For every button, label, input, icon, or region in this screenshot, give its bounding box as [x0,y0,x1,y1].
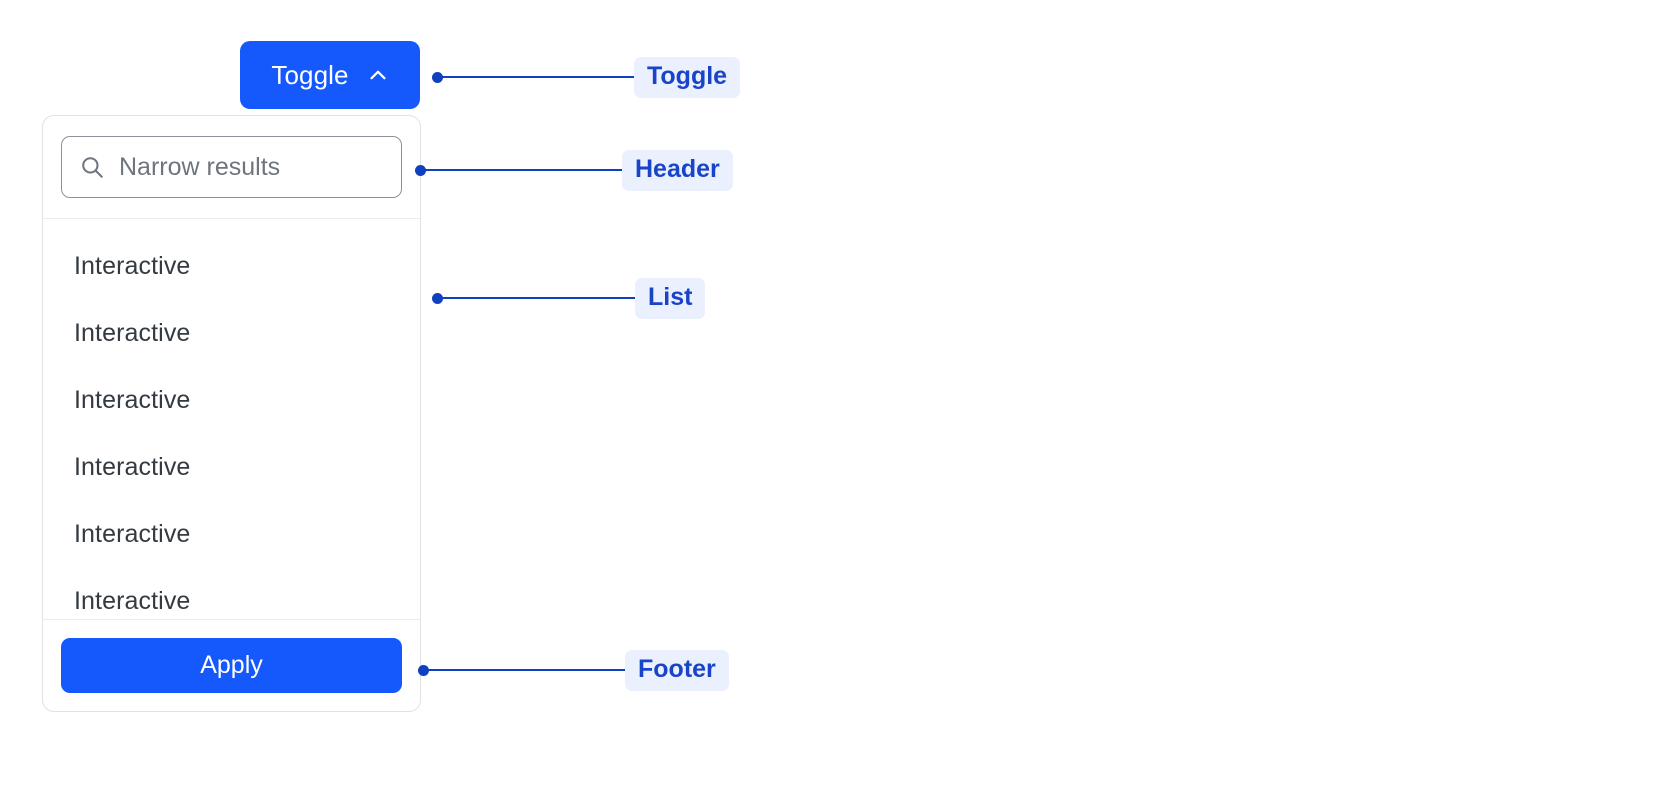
list-item[interactable]: Interactive [43,367,420,434]
dropdown-panel: Interactive Interactive Interactive Inte… [42,115,421,712]
list-item-label: Interactive [74,520,191,548]
panel-list: Interactive Interactive Interactive Inte… [43,219,420,619]
annotation-dot [415,164,426,176]
list-item[interactable]: Interactive [43,434,420,501]
annotation-label-header: Header [622,149,733,191]
annotation-leader-line [425,168,623,172]
list-item[interactable]: Interactive [43,300,420,367]
chevron-up-icon [370,70,386,80]
panel-header [43,116,420,219]
toggle-button[interactable]: Toggle [240,41,420,109]
list-item-label: Interactive [74,252,191,280]
toggle-button-label: Toggle [271,60,349,90]
search-icon [82,157,103,178]
annotation-dot [432,292,443,304]
search-box[interactable] [61,136,402,198]
list-item-label: Interactive [74,587,191,615]
list-item[interactable]: Interactive [43,501,420,568]
annotation-leader-line [442,296,636,300]
annotation-label-list: List [635,277,706,319]
apply-button[interactable]: Apply [61,638,402,693]
annotation-label-toggle: Toggle [634,56,741,98]
list-item-label: Interactive [74,386,191,414]
annotation-leader-line [442,75,635,79]
annotation-dot [432,71,443,83]
list-item[interactable]: Interactive [43,568,420,619]
list-item-label: Interactive [74,319,191,347]
list-item-label: Interactive [74,453,191,481]
list-item[interactable]: Interactive [43,233,420,300]
annotation-leader-line [428,668,626,672]
annotation-dot [418,664,429,676]
search-input[interactable] [119,152,384,182]
panel-footer: Apply [43,619,420,711]
annotation-label-footer: Footer [625,649,729,691]
